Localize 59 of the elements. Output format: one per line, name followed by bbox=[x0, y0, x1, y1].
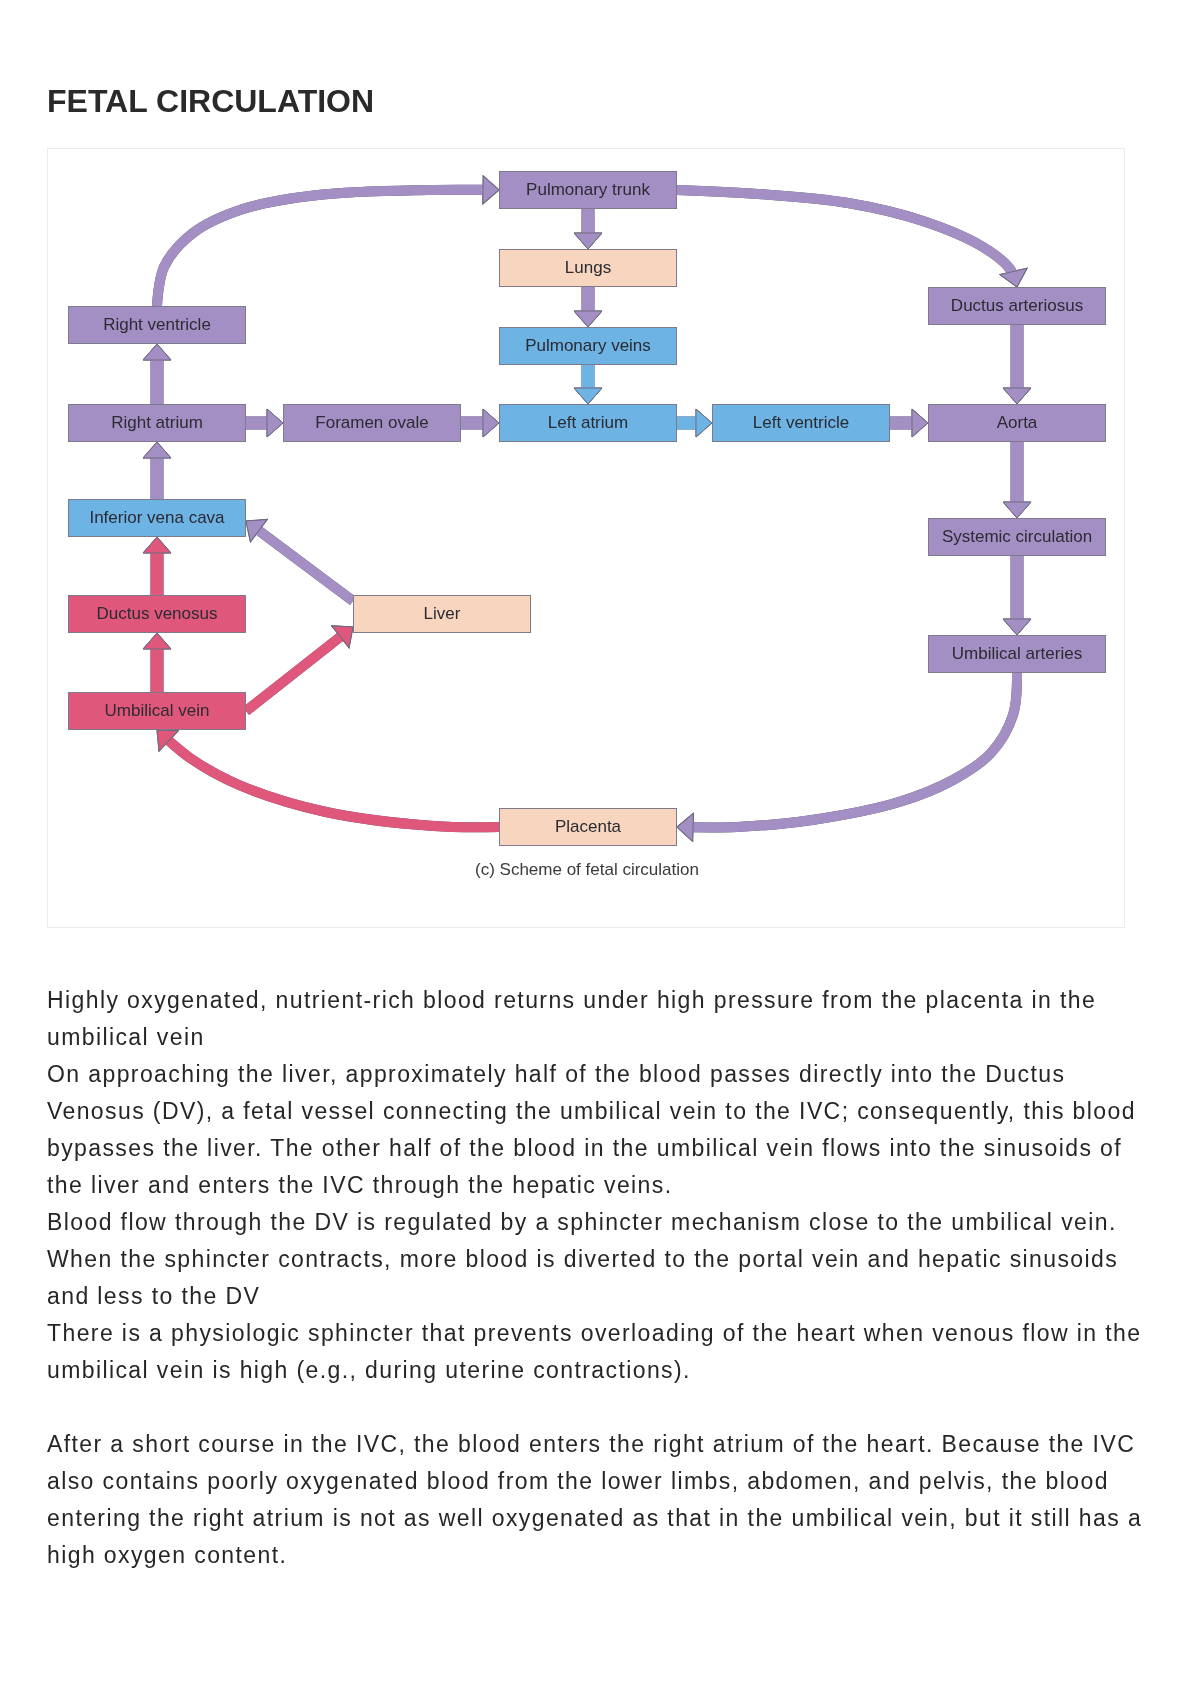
arrow bbox=[152, 175, 500, 307]
box-label: Left atrium bbox=[547, 413, 629, 433]
flow-box bbox=[928, 518, 1106, 556]
flow-box bbox=[499, 404, 677, 442]
box-label: Systemic circulation bbox=[941, 527, 1093, 547]
flow-box bbox=[499, 249, 677, 287]
arrow bbox=[142, 441, 172, 499]
box-label: Foramen ovale bbox=[315, 413, 429, 433]
flow-box bbox=[928, 635, 1106, 673]
box-label: Umbilical vein bbox=[104, 701, 210, 721]
box-label: Ductus venosus bbox=[96, 604, 218, 624]
arrow bbox=[573, 365, 603, 405]
box-label: Pulmonary veins bbox=[525, 336, 651, 356]
body-paragraph: On approaching the liver, approximately half of the blood passes directly into the Ductus Venosus (DV), a fetal vessel connecting the umbilical vein to the IVC; consequently, this blood bypasses the liver. The other half of the blood in the umbilical vein flows into the sinusoids of the liver and enters the IVC through the hepatic veins. bbox=[47, 1060, 1137, 1200]
arrow bbox=[676, 672, 1022, 842]
flow-box bbox=[499, 808, 677, 846]
flow-box bbox=[712, 404, 890, 442]
box-label: Right ventricle bbox=[103, 315, 211, 335]
flow-box bbox=[928, 287, 1106, 325]
arrow bbox=[1002, 442, 1032, 519]
box-label: Placenta bbox=[554, 817, 622, 837]
box-label: Right atrium bbox=[111, 413, 203, 433]
flow-box bbox=[499, 171, 677, 209]
box-label: Ductus arteriosus bbox=[950, 296, 1084, 316]
arrow bbox=[142, 632, 172, 692]
arrow bbox=[142, 536, 172, 595]
arrow bbox=[573, 209, 603, 250]
flow-box bbox=[353, 595, 531, 633]
box-label: Aorta bbox=[996, 413, 1038, 433]
arrow bbox=[890, 408, 929, 438]
arrow bbox=[246, 408, 284, 438]
body-paragraph: Blood flow through the DV is regulated by a sphincter mechanism close to the umbilical vein. bbox=[47, 1208, 1118, 1237]
flow-box bbox=[499, 327, 677, 365]
arrow bbox=[461, 408, 500, 438]
flow-box bbox=[68, 306, 246, 344]
flow-box bbox=[68, 499, 246, 537]
body-paragraph: Highly oxygenated, nutrient-rich blood returns under high pressure from the placenta in the umbilical vein bbox=[47, 986, 1098, 1052]
body-paragraph: After a short course in the IVC, the blood enters the right atrium of the heart. Because the IVC also contains poorly oxygenated blood from the lower limbs, abdomen, and pelvis, the blood entering the right atrium is not as well oxygenated as that in the umbilical vein, but it still has a high oxygen content. bbox=[47, 1430, 1144, 1570]
box-label: Lungs bbox=[564, 258, 612, 278]
box-label: Liver bbox=[423, 604, 461, 624]
body-paragraph: When the sphincter contracts, more blood is diverted to the portal vein and hepatic sinusoids and less to the DV bbox=[47, 1245, 1120, 1311]
flow-box bbox=[283, 404, 461, 442]
arrow bbox=[677, 408, 713, 438]
figure-caption: (c) Scheme of fetal circulation bbox=[475, 860, 699, 879]
box-label: Inferior vena cava bbox=[89, 508, 225, 528]
flow-box bbox=[68, 404, 246, 442]
arrow bbox=[573, 287, 603, 328]
arrow bbox=[1002, 325, 1032, 405]
arrow bbox=[676, 185, 1028, 289]
arrow bbox=[142, 343, 172, 404]
arrow bbox=[1002, 556, 1032, 636]
body-paragraph: There is a physiologic sphincter that prevents overloading of the heart when venous flow in the umbilical vein is high (e.g., during uterine contractions). bbox=[47, 1319, 1143, 1385]
box-label: Pulmonary trunk bbox=[526, 180, 650, 200]
flow-box bbox=[68, 692, 246, 730]
flow-box bbox=[68, 595, 246, 633]
flow-box bbox=[928, 404, 1106, 442]
box-label: Left ventricle bbox=[752, 413, 850, 433]
page-title: FETAL CIRCULATION bbox=[47, 82, 375, 121]
box-label: Umbilical arteries bbox=[951, 644, 1083, 664]
